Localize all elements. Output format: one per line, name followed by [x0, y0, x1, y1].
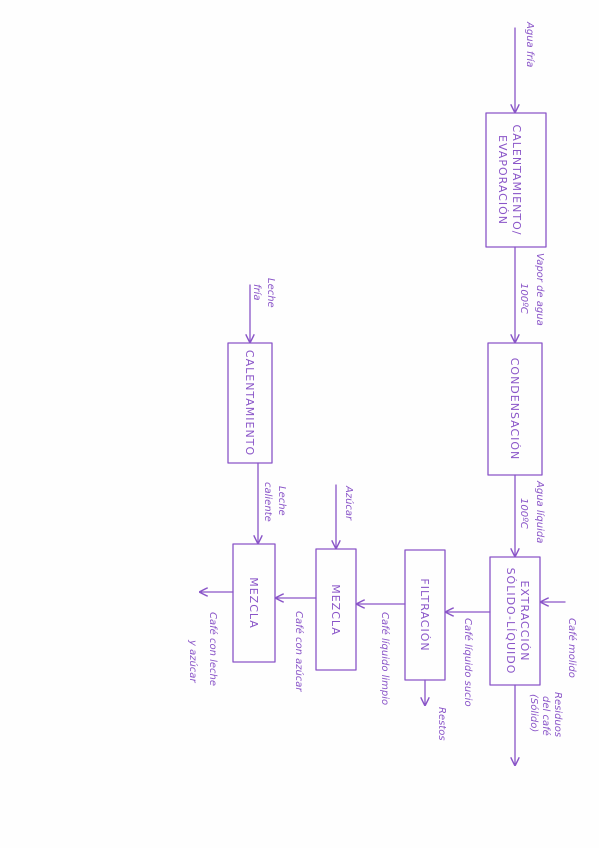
box-mezcla-leche: MEZCLA: [232, 543, 276, 663]
box-calentamiento-leche: CALENTAMIENTO: [227, 342, 273, 464]
label-leche-caliente-line2: caliente: [262, 482, 273, 522]
box-label-line: EXTRACCIÓN: [518, 580, 531, 661]
box-extraccion-solido-liquido: EXTRACCIÓN SÓLIDO-LÍQUIDO: [489, 556, 541, 686]
label-cafe-molido: Café molido: [566, 618, 578, 678]
label-agua-liquida-line1: Agua líquida: [534, 480, 546, 543]
label-cafe-liquido-sucio: Café líquido sucio: [462, 618, 474, 707]
label-leche-fria-line2: fría: [251, 284, 263, 301]
label-agua-fria: Agua fría: [524, 21, 536, 67]
box-mezcla-azucar: MEZCLA: [315, 548, 357, 671]
box-label-line: CALENTAMIENTO/: [510, 125, 523, 236]
label-vapor-line1: Vapor de agua: [534, 253, 545, 326]
label-agua-liquida-line2: 100ºC: [518, 498, 529, 529]
box-label-line: MEZCLA: [329, 584, 342, 636]
box-calentamiento-evaporacion: CALENTAMIENTO/ EVAPORACIÓN: [485, 112, 547, 248]
label-restos: Restos: [436, 707, 447, 741]
label-cafe-liquido-limpio: Café líquido limpio: [379, 612, 391, 705]
label-residuos-line3: (Sólido): [528, 694, 540, 732]
label-leche-caliente-line1: Leche: [276, 486, 287, 516]
box-label-line: CALENTAMIENTO: [243, 350, 256, 456]
box-label-line: SÓLIDO-LÍQUIDO: [504, 568, 517, 675]
label-residuos-line1: Residuos: [552, 692, 563, 737]
label-cafe-con-azucar: Café con azúcar: [293, 611, 305, 692]
box-filtracion: FILTRACIÓN: [404, 549, 446, 681]
box-label-line: MEZCLA: [247, 577, 260, 629]
label-leche-fria-line1: Leche: [265, 278, 276, 308]
label-azucar: Azúcar: [343, 485, 355, 521]
label-cafe-leche-line1: Café con leche: [207, 612, 219, 686]
box-condensacion: CONDENSACIÓN: [487, 342, 543, 476]
label-residuos-line2: del café: [540, 696, 552, 736]
box-label-line: EVAPORACIÓN: [496, 135, 509, 225]
box-label-line: FILTRACIÓN: [418, 578, 431, 651]
label-cafe-leche-line2: y azúcar: [187, 639, 199, 683]
label-vapor-line2: 100ºC: [518, 283, 529, 314]
box-label-line: CONDENSACIÓN: [508, 358, 521, 461]
